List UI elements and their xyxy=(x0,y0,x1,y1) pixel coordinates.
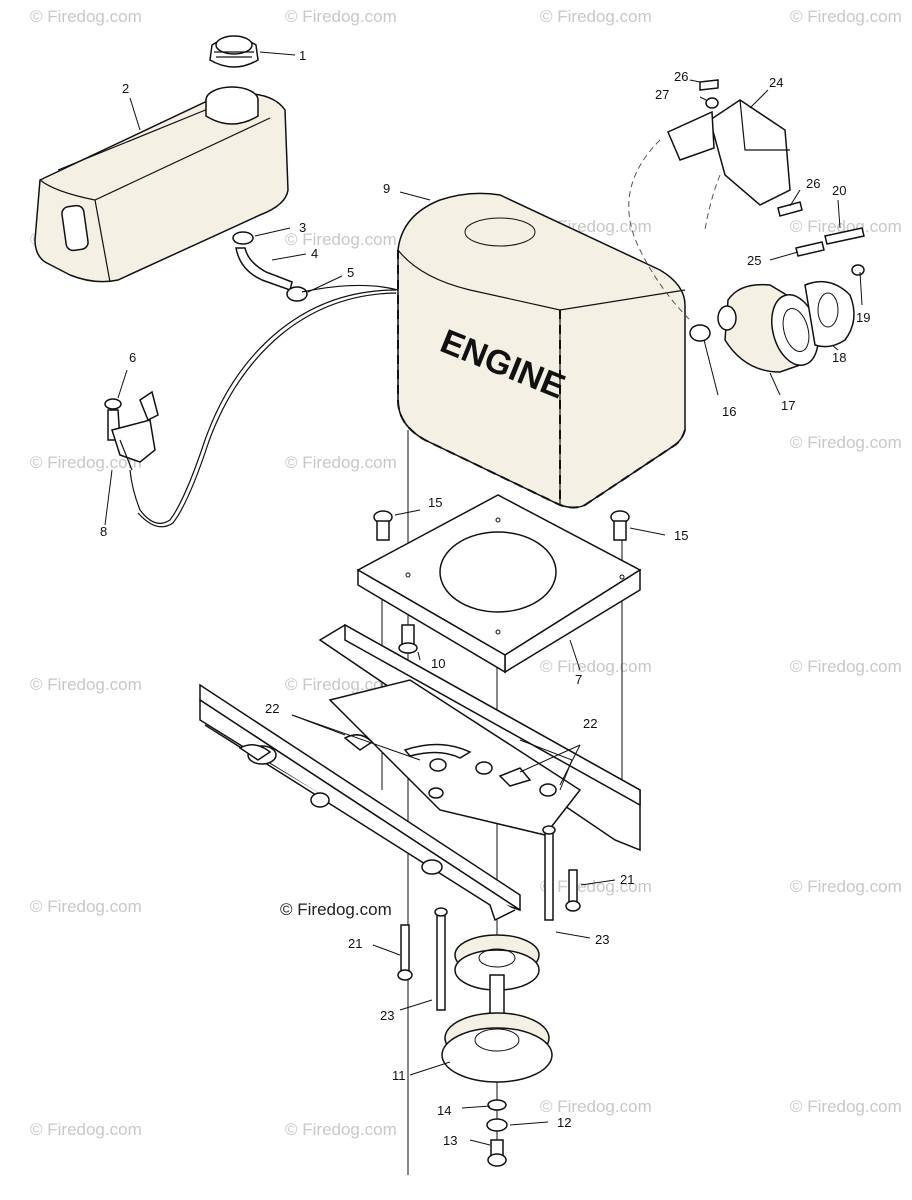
callout-2: 2 xyxy=(122,81,129,96)
callout-21a: 21 xyxy=(620,872,634,887)
pulley-assembly xyxy=(441,934,553,1083)
studs-and-bolts xyxy=(397,825,581,1011)
callout-11: 11 xyxy=(392,1068,406,1083)
callout-4: 4 xyxy=(311,246,318,261)
watermark: © Firedog.com xyxy=(30,675,142,694)
fuel-cap xyxy=(209,35,259,68)
fuel-line-clamps-hose xyxy=(232,231,399,302)
callout-15a: 15 xyxy=(428,495,442,510)
watermark: © Firedog.com xyxy=(285,230,397,249)
callout-19: 19 xyxy=(856,310,870,325)
watermark: © Firedog.com xyxy=(30,897,142,916)
callout-15b: 15 xyxy=(674,528,688,543)
frame-chassis xyxy=(199,623,641,922)
callout-1: 1 xyxy=(299,48,306,63)
callout-26b: 26 xyxy=(806,176,820,191)
callout-20: 20 xyxy=(832,183,846,198)
callout-16: 16 xyxy=(722,404,736,419)
watermark: © Firedog.com xyxy=(30,453,142,472)
callout-22a: 22 xyxy=(265,701,279,716)
callout-12: 12 xyxy=(557,1115,571,1130)
callout-26a: 26 xyxy=(674,69,688,84)
watermark: © Firedog.com xyxy=(790,1097,902,1116)
callout-23b: 23 xyxy=(380,1008,394,1023)
engine-block: ENGINE xyxy=(397,192,686,509)
pulley-hardware xyxy=(486,1099,508,1167)
engine-mount-plate xyxy=(356,494,642,674)
watermark: © Firedog.com xyxy=(30,1120,142,1139)
callout-22b: 22 xyxy=(583,716,597,731)
watermark: © Firedog.com xyxy=(790,877,902,896)
watermark: © Firedog.com xyxy=(540,877,652,896)
leader-lines xyxy=(104,51,863,1146)
callout-25: 25 xyxy=(747,253,761,268)
callout-13: 13 xyxy=(443,1133,457,1148)
watermark: © Firedog.com xyxy=(285,7,397,26)
callout-23a: 23 xyxy=(595,932,609,947)
callout-21b: 21 xyxy=(348,936,362,951)
callout-14: 14 xyxy=(437,1103,451,1118)
callout-27: 27 xyxy=(655,87,669,102)
muffler-guard xyxy=(628,99,791,321)
callout-8: 8 xyxy=(100,524,107,539)
fuel-tank xyxy=(34,86,289,283)
callout-10: 10 xyxy=(431,656,445,671)
watermark: © Firedog.com xyxy=(285,1120,397,1139)
callout-7: 7 xyxy=(575,672,582,687)
watermark: © Firedog.com xyxy=(790,7,902,26)
throttle-control xyxy=(104,390,159,471)
callout-24: 24 xyxy=(769,75,783,90)
callout-22-leaders xyxy=(291,714,581,786)
callout-9: 9 xyxy=(383,181,390,196)
callout-6: 6 xyxy=(129,350,136,365)
watermark: © Firedog.com xyxy=(285,453,397,472)
throttle-cable xyxy=(129,289,397,528)
main-watermark: © Firedog.com xyxy=(280,900,392,919)
watermark: © Firedog.com xyxy=(540,1097,652,1116)
callout-5: 5 xyxy=(347,265,354,280)
watermark: © Firedog.com xyxy=(790,657,902,676)
watermark: © Firedog.com xyxy=(285,675,397,694)
callout-17: 17 xyxy=(781,398,795,413)
callout-18: 18 xyxy=(832,350,846,365)
watermark: © Firedog.com xyxy=(790,217,902,236)
muffler-assembly xyxy=(689,79,865,373)
mount-bolts xyxy=(373,510,630,654)
callout-labels: 1 2 3 4 5 6 7 8 9 10 11 12 13 14 15 15 1… xyxy=(100,48,870,1148)
watermark: © Firedog.com xyxy=(790,433,902,452)
watermark: © Firedog.com xyxy=(540,657,652,676)
watermark: © Firedog.com xyxy=(540,7,652,26)
watermark: © Firedog.com xyxy=(30,7,142,26)
callout-3: 3 xyxy=(299,220,306,235)
